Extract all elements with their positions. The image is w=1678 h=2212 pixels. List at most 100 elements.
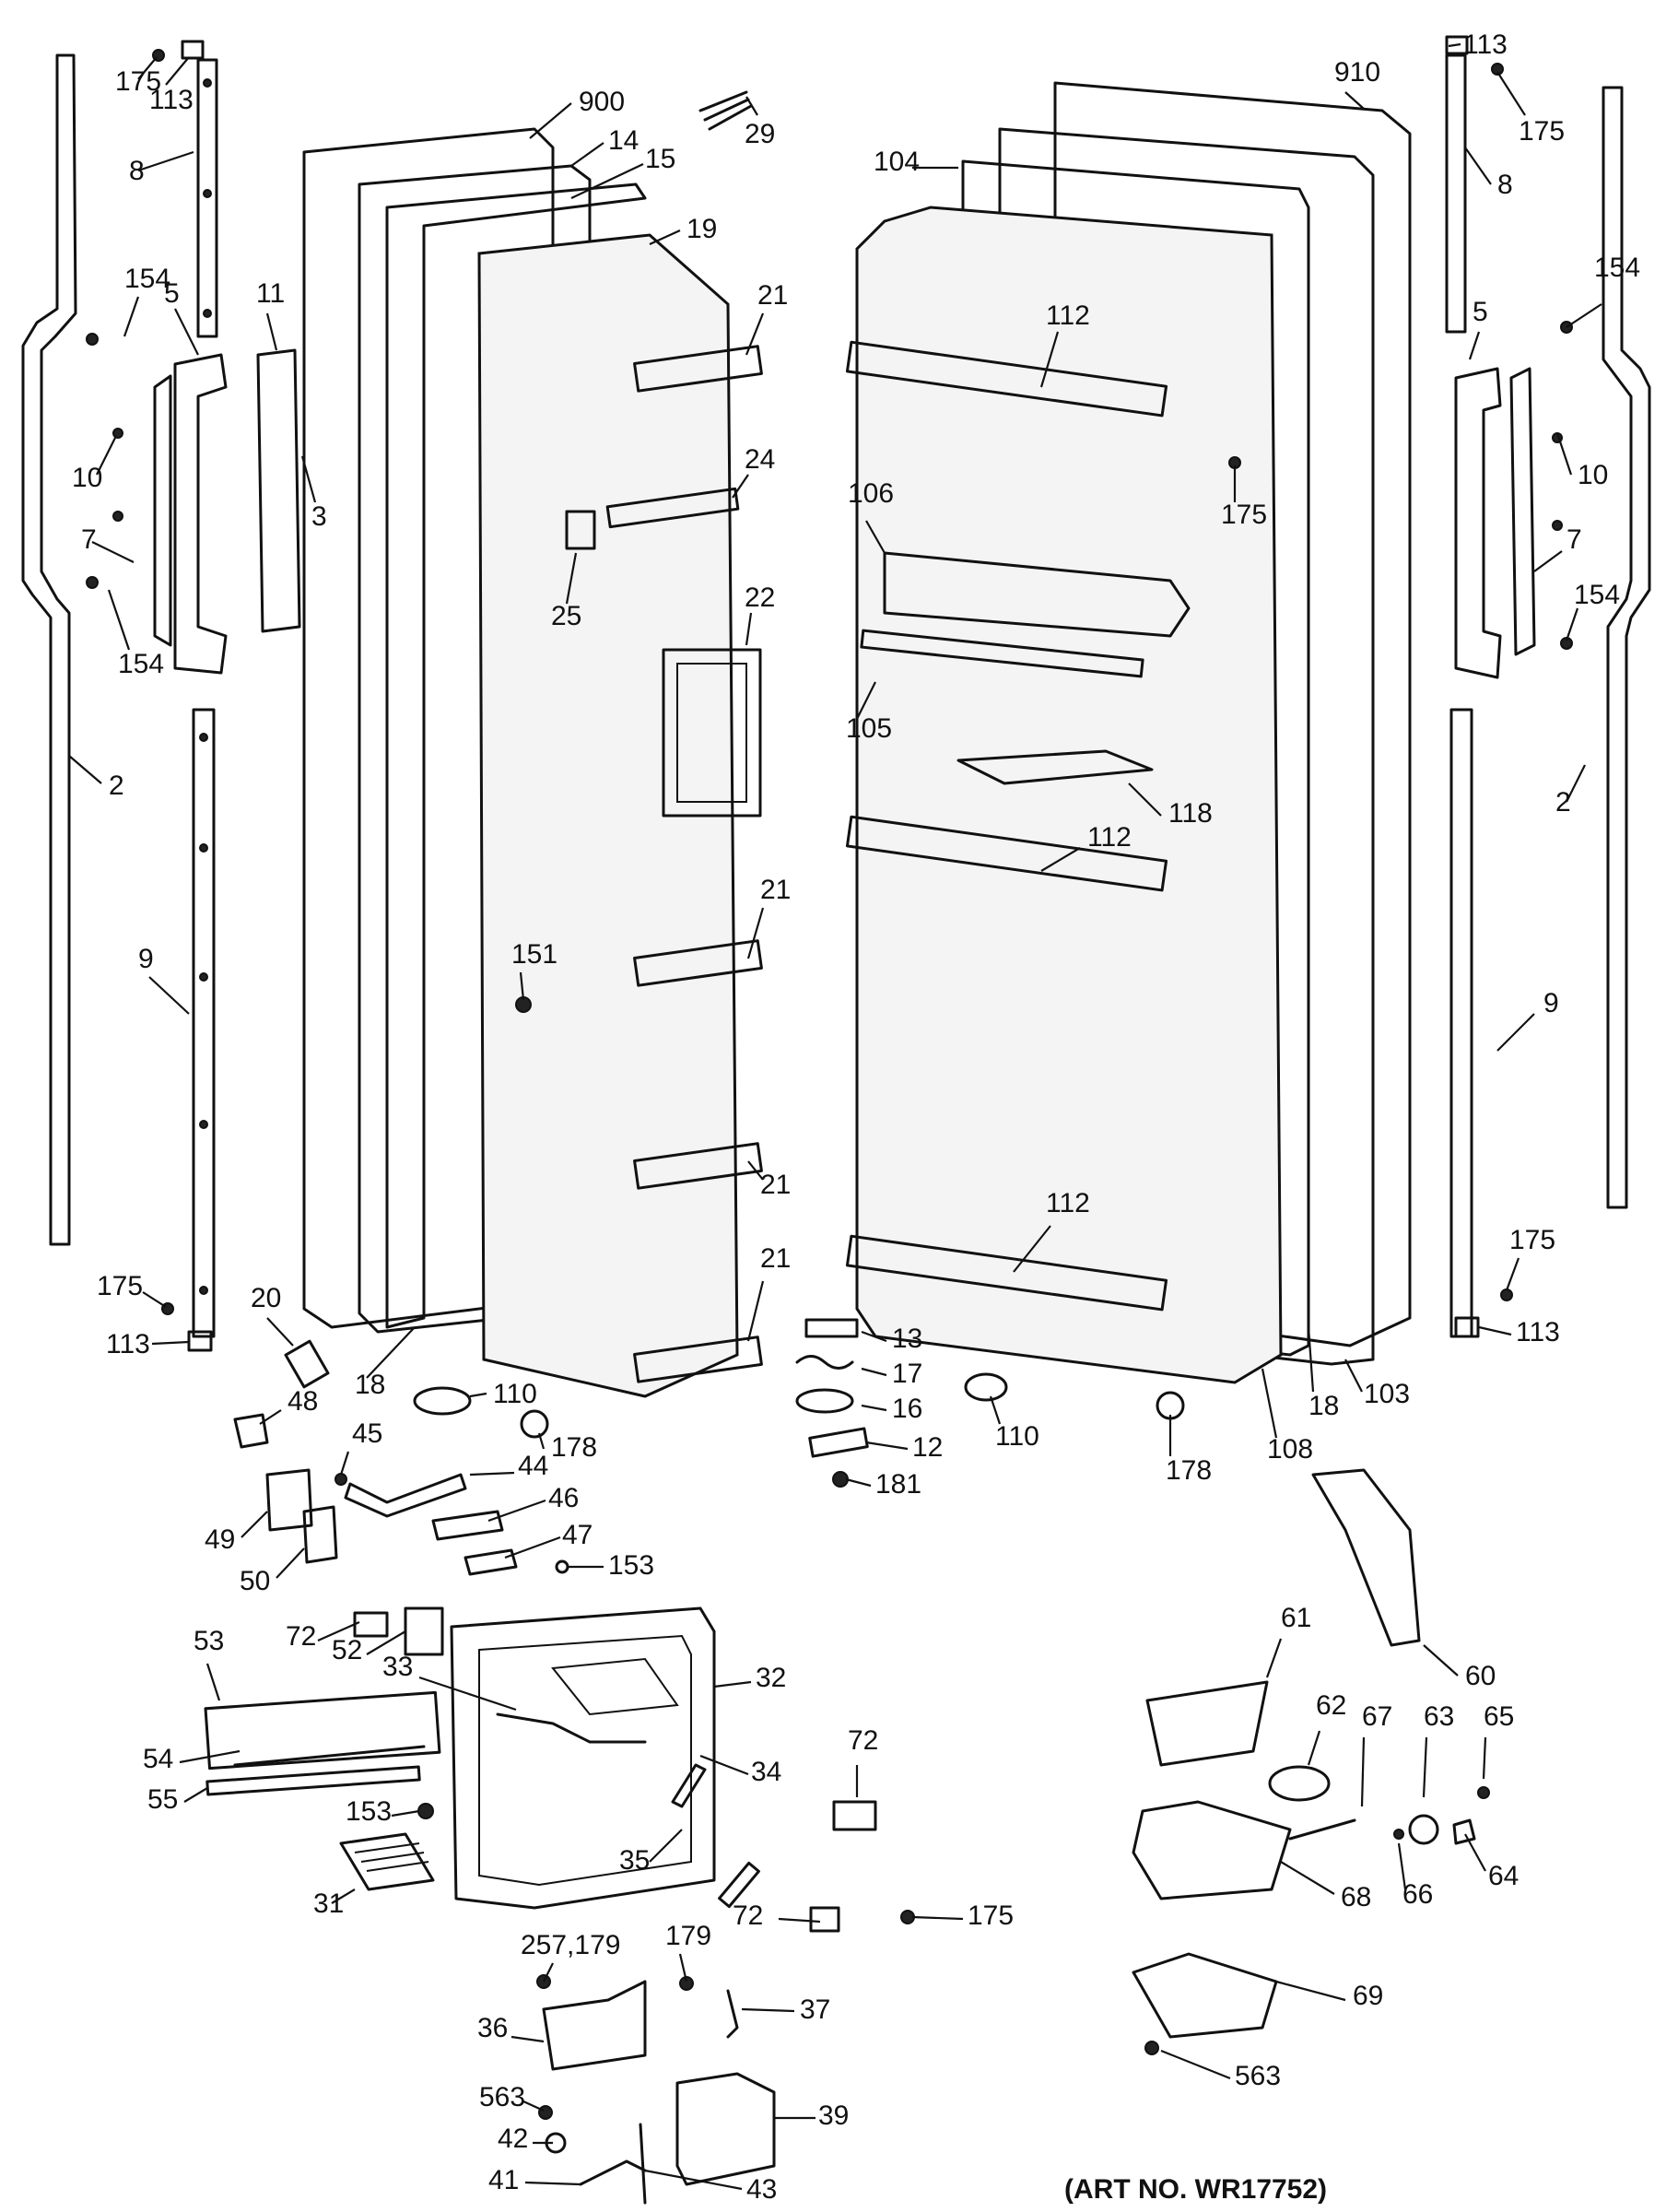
callout-label: 33 <box>382 1652 413 1682</box>
callout-label: 63 <box>1424 1701 1454 1732</box>
freezer-shelf-rail-2 <box>633 939 763 987</box>
callout-label: 53 <box>194 1626 224 1656</box>
callout-label: 41 <box>488 2165 519 2195</box>
callout-label: 42 <box>498 2124 528 2154</box>
handle-trim-left <box>21 53 77 1246</box>
leader-line <box>519 971 525 1001</box>
leader-line <box>989 1395 1002 1425</box>
cap-113-top-left <box>181 40 205 60</box>
leader-line <box>565 552 578 605</box>
callout-label: 12 <box>912 1432 943 1463</box>
leader-line <box>1280 1861 1335 1895</box>
callout-label: 45 <box>352 1418 382 1449</box>
callout-label: 175 <box>1519 116 1565 147</box>
leader-line <box>1307 1326 1315 1393</box>
callout-label: 66 <box>1402 1879 1433 1910</box>
leader-line <box>165 56 190 86</box>
cap-64 <box>1452 1818 1476 1845</box>
leader-line <box>68 755 102 784</box>
plate-50 <box>302 1505 338 1564</box>
leader-line <box>845 1477 872 1488</box>
handle-strip-lower-left <box>192 708 216 1338</box>
door-handle-right[interactable] <box>1509 367 1536 656</box>
screw-563-left <box>538 2105 553 2120</box>
leader-line <box>644 2169 743 2191</box>
disc-62 <box>1268 1765 1331 1802</box>
leader-line <box>504 1535 561 1559</box>
leader-line <box>1128 782 1162 817</box>
callout-label: 9 <box>138 944 154 974</box>
leader-line <box>741 2007 795 2013</box>
door-handle-left[interactable] <box>153 374 172 647</box>
leader-line <box>1533 550 1563 572</box>
switch-52 <box>404 1606 444 1656</box>
callout-label: 50 <box>240 1566 270 1596</box>
bracket-46 <box>431 1510 504 1541</box>
leader-line <box>745 312 765 356</box>
leader-line <box>1275 1980 1346 2002</box>
callout-label: 113 <box>1463 29 1508 60</box>
callout-label: 49 <box>205 1524 235 1555</box>
switch-72-upper <box>353 1611 389 1638</box>
leader-line <box>699 1754 749 1776</box>
leader-line <box>91 541 135 563</box>
callout-label: 110 <box>493 1379 537 1409</box>
spring-34 <box>671 1763 707 1808</box>
leader-line <box>745 96 758 116</box>
callout-label: 15 <box>645 144 675 174</box>
callout-label: 20 <box>251 1283 281 1313</box>
leader-line <box>747 1160 764 1181</box>
screw-154-left-lower <box>86 576 99 589</box>
leader-line <box>522 2100 545 2112</box>
knob-63 <box>1408 1814 1439 1845</box>
leader-line <box>317 1620 360 1642</box>
leader-line <box>142 1291 167 1308</box>
callout-label: 48 <box>287 1386 318 1417</box>
leader-line <box>570 142 604 167</box>
callout-label: 181 <box>875 1469 921 1500</box>
callout-label: 910 <box>1334 57 1380 88</box>
callout-label: 43 <box>746 2174 777 2205</box>
freezer-shelf-24 <box>605 487 740 529</box>
leader-line <box>366 1326 416 1379</box>
callout-label: 112 <box>1087 822 1132 853</box>
callout-label: 5 <box>164 278 180 309</box>
leader-line <box>510 2035 545 2043</box>
leader-line <box>1422 1736 1428 1798</box>
callout-label: 118 <box>1168 798 1213 829</box>
pin-35 <box>718 1861 760 1909</box>
screw-175-bottom-right <box>1500 1288 1513 1301</box>
callout-label: 175 <box>97 1271 143 1301</box>
callout-label: 68 <box>1341 1882 1371 1912</box>
handle-trim-right <box>1602 86 1651 1209</box>
callout-label: 32 <box>756 1663 786 1693</box>
wire-41 <box>579 2159 647 2186</box>
callout-label: 151 <box>511 939 557 970</box>
callout-label: 7 <box>1567 524 1582 555</box>
leader-line <box>865 520 886 554</box>
plate-49 <box>265 1468 313 1532</box>
leader-line <box>1344 1359 1363 1393</box>
leader-line <box>861 1330 887 1343</box>
leader-line <box>148 976 190 1015</box>
callout-label: 13 <box>892 1324 922 1354</box>
fresh-food-door-assembly <box>795 35 1651 1488</box>
part-110-left <box>413 1386 472 1416</box>
callout-label: 25 <box>551 601 581 631</box>
callout-label: 175 <box>968 1900 1014 1931</box>
leader-line <box>1482 1736 1487 1780</box>
leader-line <box>123 296 140 337</box>
freezer-door-assembly <box>21 40 763 1439</box>
clip-37 <box>726 1989 739 2039</box>
callout-label: 21 <box>757 280 788 311</box>
leader-line <box>1478 1325 1512 1336</box>
egg-tray-118 <box>956 749 1154 785</box>
callout-label: 62 <box>1316 1690 1346 1721</box>
door-shelf-112-top <box>845 340 1168 418</box>
rail-105 <box>860 629 1144 678</box>
fresh-food-door-liner <box>855 206 1283 1384</box>
hinge-part-12 <box>808 1427 869 1458</box>
callout-label: 14 <box>608 125 639 156</box>
leader-line <box>678 1953 688 1983</box>
